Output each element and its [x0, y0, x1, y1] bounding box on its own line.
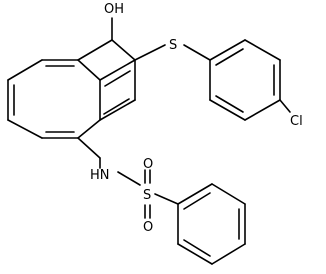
- bond: [215, 95, 244, 113]
- bond: [209, 39, 246, 61]
- bond: [117, 171, 141, 186]
- atom-labels: OH S Cl HN S O O: [90, 2, 303, 235]
- bond: [77, 137, 101, 159]
- bond: [183, 44, 211, 61]
- bond: [177, 243, 213, 265]
- bond: [99, 59, 136, 81]
- bond: [7, 59, 43, 81]
- oxygen-lower-label: O: [143, 220, 153, 235]
- sulfonyl-sulfur-label: S: [143, 188, 151, 203]
- chlorine-label: Cl: [290, 114, 303, 129]
- bond: [77, 119, 101, 139]
- oxygen-upper-label: O: [143, 157, 153, 172]
- bond: [7, 119, 43, 139]
- amine-label: HN: [90, 168, 110, 183]
- bond: [215, 48, 244, 66]
- bond: [279, 99, 291, 113]
- hydroxyl-label: OH: [104, 2, 124, 17]
- bond: [211, 243, 246, 265]
- bond: [183, 192, 211, 210]
- sulfur-label: S: [169, 38, 177, 53]
- bond: [77, 59, 101, 81]
- bond: [244, 39, 281, 61]
- bond: [77, 39, 113, 61]
- bond: [111, 39, 136, 61]
- bond: [244, 99, 281, 121]
- bond: [99, 99, 136, 121]
- bond-layer: [7, 17, 291, 265]
- bond: [154, 193, 179, 205]
- bond: [211, 183, 246, 205]
- bond: [177, 183, 213, 205]
- bond: [134, 44, 166, 61]
- bond: [183, 239, 211, 257]
- bond: [103, 98, 130, 115]
- bond: [209, 99, 246, 121]
- bond: [104, 70, 131, 87]
